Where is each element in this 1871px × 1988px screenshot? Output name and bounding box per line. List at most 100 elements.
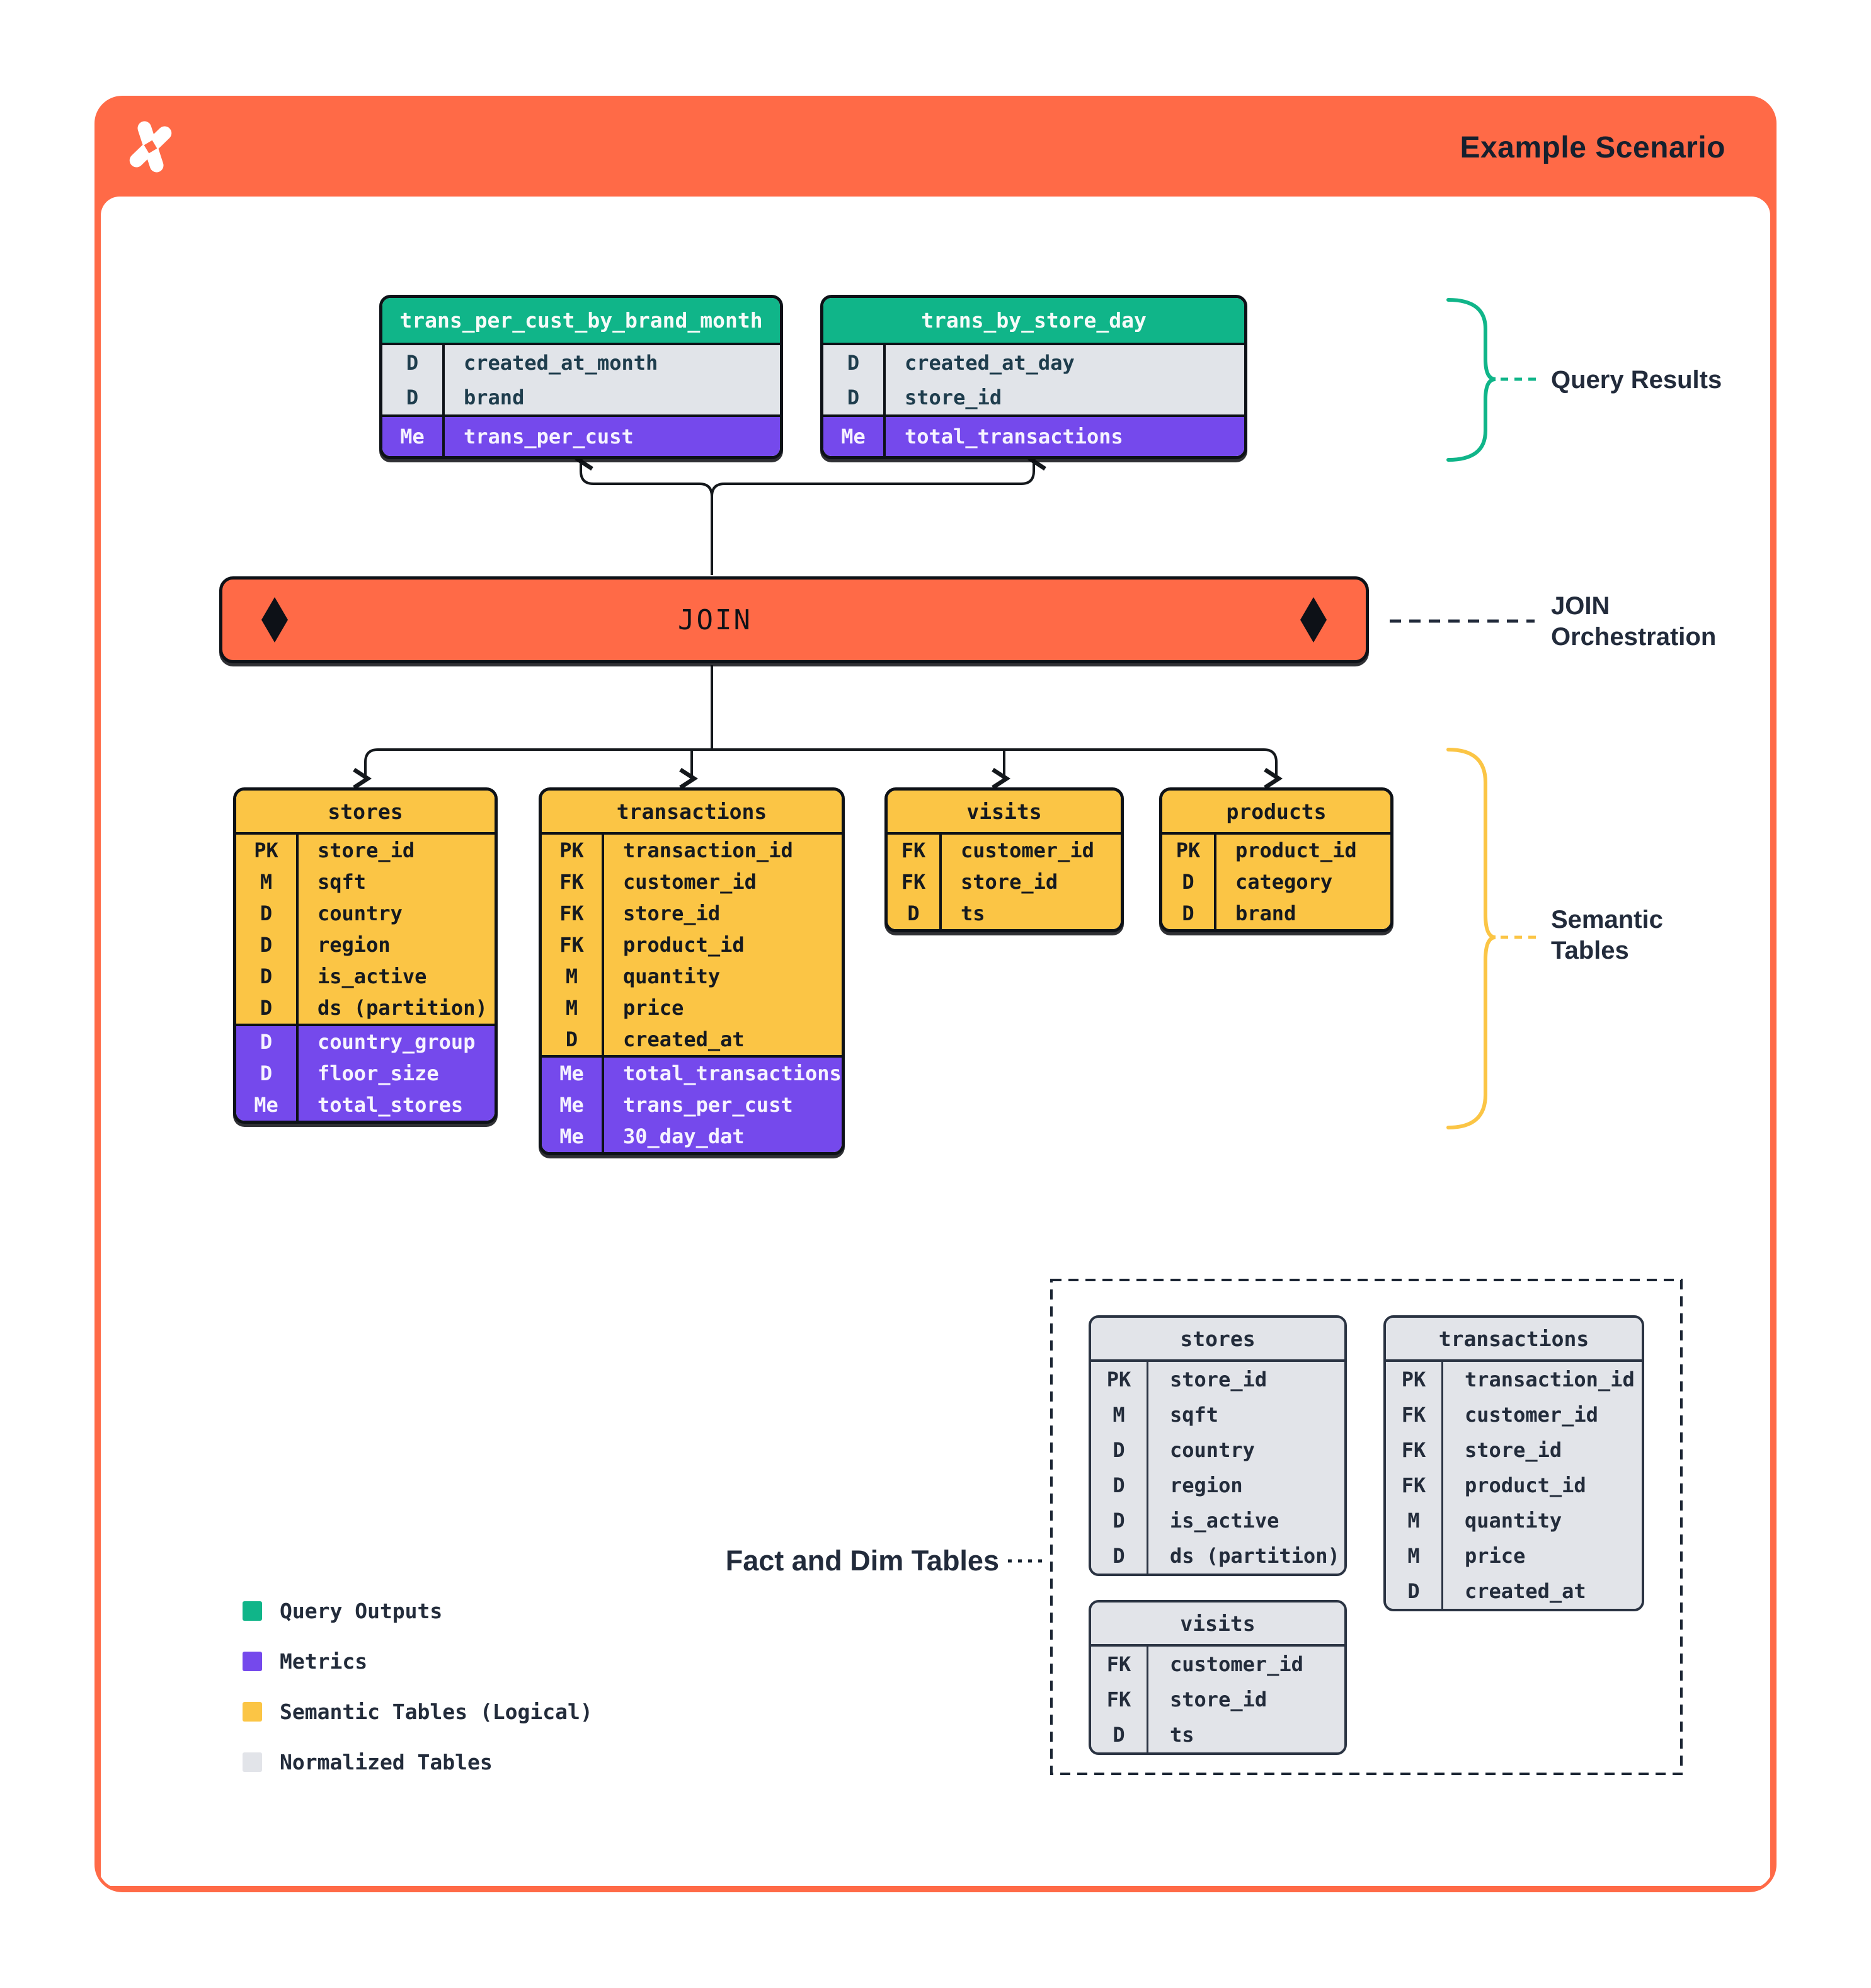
column-name: created_at_month — [442, 345, 780, 380]
semantic-tables-label-line2: Tables — [1551, 937, 1629, 964]
column-name: total_stores — [296, 1089, 495, 1121]
column-name: customer_id — [1147, 1647, 1344, 1682]
query-results-label: Query Results — [1551, 366, 1722, 394]
column-name: store_id — [1147, 1362, 1344, 1397]
legend-label: Semantic Tables (Logical) — [280, 1700, 593, 1724]
column-key: Me — [559, 1061, 584, 1085]
column-key: PK — [559, 838, 584, 862]
column-key: D — [1113, 1473, 1125, 1497]
column-key: D — [1113, 1438, 1125, 1462]
column-name: product_id — [1441, 1468, 1642, 1503]
column-name: store_id — [602, 898, 842, 929]
column-name: created_at — [1441, 1574, 1642, 1609]
column-key: D — [260, 901, 273, 925]
card-header-band: Example Scenario — [98, 99, 1773, 197]
column-name: customer_id — [1441, 1397, 1642, 1432]
legend-label: Query Outputs — [280, 1599, 443, 1623]
column-key: M — [1407, 1544, 1420, 1568]
column-key: Me — [559, 1093, 584, 1117]
column-name: is_active — [1147, 1503, 1344, 1538]
table-row: FK product_id — [1386, 1468, 1642, 1503]
column-key: D — [907, 901, 920, 925]
column-name: country — [1147, 1432, 1344, 1468]
column-key: Me — [254, 1093, 278, 1117]
table-title: stores — [236, 791, 495, 835]
column-key: FK — [901, 870, 926, 894]
join-bar-label: JOIN — [678, 603, 752, 636]
column-name: ts — [939, 898, 1121, 929]
column-key: FK — [559, 901, 584, 925]
column-name: sqft — [296, 866, 495, 898]
column-name: store_id — [296, 835, 495, 866]
join-orchestration-label-line1: JOIN — [1551, 592, 1610, 620]
table-title: products — [1162, 791, 1390, 835]
table-title: visits — [1091, 1602, 1344, 1647]
table-row: Me 30_day_dat — [542, 1121, 842, 1152]
legend-swatch-icon — [243, 1652, 262, 1671]
column-key: FK — [1106, 1652, 1131, 1676]
table-title: visits — [888, 791, 1121, 835]
column-key: D — [260, 933, 273, 957]
table-title: stores — [1091, 1318, 1344, 1362]
column-name: ts — [1147, 1717, 1344, 1752]
table-title: transactions — [542, 791, 842, 835]
column-name: ds (partition) — [296, 992, 495, 1024]
table-row: Me total_stores — [236, 1089, 495, 1121]
column-name: region — [296, 929, 495, 961]
column-key: Me — [559, 1124, 584, 1148]
column-name: floor_size — [296, 1058, 495, 1089]
table-title: transactions — [1386, 1318, 1642, 1362]
join-orchestration-label-line2: Orchestration — [1551, 623, 1717, 651]
column-name: price — [1441, 1538, 1642, 1574]
column-name: sqft — [1147, 1397, 1344, 1432]
column-name: product_id — [1214, 835, 1390, 866]
column-key: FK — [559, 870, 584, 894]
pinwheel-logo-icon — [129, 121, 172, 173]
column-key: M — [1113, 1403, 1125, 1427]
column-key: PK — [254, 838, 278, 862]
column-name: 30_day_dat — [602, 1121, 842, 1152]
column-key: FK — [1401, 1473, 1426, 1497]
semantic-tables-label: Semantic Tables — [1551, 905, 1663, 966]
column-key: D — [1182, 901, 1194, 925]
column-key: D — [1407, 1579, 1420, 1603]
column-key: D — [565, 1027, 578, 1051]
column-name: quantity — [1441, 1503, 1642, 1538]
column-key: M — [565, 996, 578, 1020]
column-key: M — [1407, 1509, 1420, 1533]
legend-swatch-icon — [243, 1702, 262, 1722]
